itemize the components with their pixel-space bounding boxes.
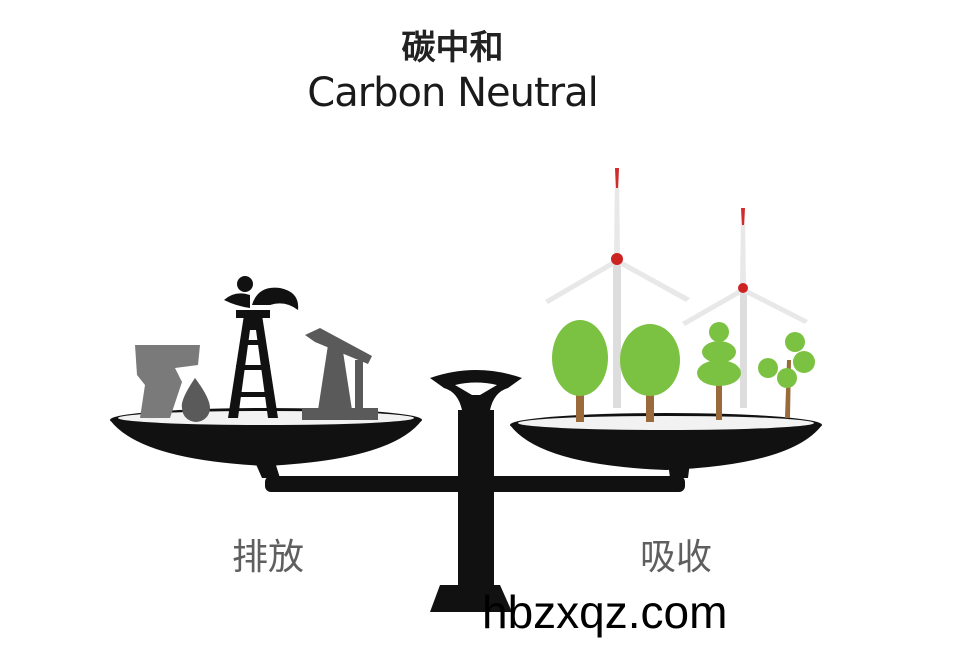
label-emission: 排放 xyxy=(232,537,305,578)
oil-drop-icon xyxy=(181,378,210,422)
label-absorption: 吸收 xyxy=(640,537,713,578)
tree-icon xyxy=(697,322,741,420)
fuel-barrel-icon xyxy=(135,345,200,418)
wind-turbine-icon xyxy=(545,168,690,408)
watermark: hbzxqz.com xyxy=(482,586,728,638)
balance-scale-icon xyxy=(110,370,822,612)
pump-jack-icon xyxy=(302,328,378,420)
wind-turbine-icon xyxy=(682,208,808,408)
title-chinese: 碳中和 xyxy=(401,28,504,68)
title-english: Carbon Neutral xyxy=(307,70,598,116)
tree-icon xyxy=(620,324,680,422)
tree-icon xyxy=(552,320,608,422)
tree-icon xyxy=(758,332,815,418)
oil-derrick-icon xyxy=(224,276,299,418)
